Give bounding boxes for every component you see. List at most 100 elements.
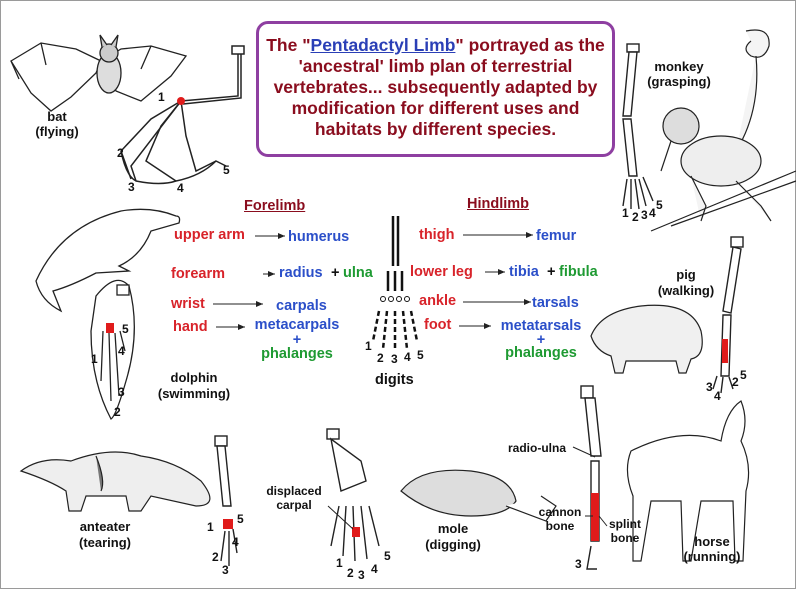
cannon-bone-line1: cannon <box>538 505 582 519</box>
splint-bone-line1: splint <box>609 517 641 531</box>
metacarpals-label: metacarpals <box>254 317 340 333</box>
anteater-name: anteater <box>79 519 131 534</box>
forelimb-heading: Forelimb <box>244 198 306 214</box>
tibia-label: tibia <box>509 264 539 280</box>
dolphin-digit-5: 5 <box>122 322 129 336</box>
forelimb-phalanges-label: phalanges <box>261 346 333 362</box>
ankle-label: ankle <box>419 293 457 309</box>
pig-digit-5: 5 <box>740 368 747 382</box>
bat-name: bat <box>47 109 67 124</box>
dolphin-digit-1: 1 <box>91 352 98 366</box>
pig-drawing <box>590 304 703 374</box>
wrist-label: wrist <box>171 296 205 312</box>
forelimb-plus-1: + <box>331 265 340 281</box>
monkey-name: monkey <box>654 59 704 74</box>
anteater-digit-2: 2 <box>212 550 219 564</box>
monkey-arm-skeleton <box>622 43 654 210</box>
bat-digit-5: 5 <box>223 163 230 177</box>
monkey-digit-3: 3 <box>641 208 648 222</box>
displaced-carpal-line1: displaced <box>266 484 322 498</box>
hindlimb-plus-1: + <box>547 264 556 280</box>
digits-label: digits <box>375 372 414 388</box>
radius-label: radius <box>279 265 323 281</box>
monkey-use: (grasping) <box>647 74 711 89</box>
horse-leg-skeleton <box>580 385 602 570</box>
horse-drawing <box>626 400 750 562</box>
monkey-digit-4: 4 <box>649 206 656 220</box>
digit-1: 1 <box>365 339 372 353</box>
cannon-bone-line2: bone <box>545 519 575 533</box>
femur-label: femur <box>536 228 577 244</box>
digit-2: 2 <box>377 351 384 365</box>
humerus-label: humerus <box>288 229 350 245</box>
fibula-label: fibula <box>559 264 598 280</box>
carpals-label: carpals <box>276 298 327 314</box>
foot-label: foot <box>424 317 452 333</box>
forearm-label: forearm <box>171 266 225 282</box>
anteater-digit-5: 5 <box>237 512 244 526</box>
bat-digit-3: 3 <box>128 180 135 194</box>
dolphin-use: (swimming) <box>157 386 231 401</box>
radio-ulna-label: radio-ulna <box>508 441 567 455</box>
monkey-digit-1: 1 <box>622 206 629 220</box>
horse-digit-3: 3 <box>575 557 582 571</box>
mole-arm-skeleton <box>326 428 380 562</box>
digit-4: 4 <box>404 350 411 364</box>
metatarsals-label: metatarsals <box>500 318 582 334</box>
anteater-drawing <box>19 451 211 512</box>
thigh-label: thigh <box>419 227 455 243</box>
generic-limb-skeleton <box>371 216 419 351</box>
monkey-digit-5: 5 <box>656 198 663 212</box>
bat-digit-1: 1 <box>158 90 165 104</box>
anteater-digit-1: 1 <box>207 520 214 534</box>
pig-use: (walking) <box>657 283 715 298</box>
bat-use: (flying) <box>35 124 79 139</box>
dolphin-flipper-skeleton <box>90 279 135 420</box>
anteater-use: (tearing) <box>79 535 131 550</box>
pentadactyl-limb-link[interactable]: Pentadactyl Limb <box>310 35 456 55</box>
bat-digit-4: 4 <box>177 181 184 195</box>
pig-digit-4: 4 <box>714 389 721 403</box>
bat-drawing <box>10 34 188 112</box>
digit-5: 5 <box>417 348 424 362</box>
title-box: The "Pentadactyl Limb" portrayed as the … <box>256 21 615 157</box>
bat-digit-2: 2 <box>117 146 124 160</box>
pig-digit-2: 2 <box>732 375 739 389</box>
mole-digit-1: 1 <box>336 556 343 570</box>
dolphin-digit-3: 3 <box>118 385 125 399</box>
title-text: The "Pentadactyl Limb" portrayed as the … <box>266 35 605 139</box>
mole-name: mole <box>437 521 469 536</box>
pig-leg-skeleton <box>712 236 744 394</box>
horse-use: (running) <box>683 549 741 564</box>
upper-arm-label: upper arm <box>174 227 245 243</box>
arrows <box>213 232 533 330</box>
lower-leg-label: lower leg <box>410 264 473 280</box>
anteater-digit-4: 4 <box>232 535 239 549</box>
dolphin-drawing <box>35 208 181 313</box>
mole-drawing <box>400 469 557 522</box>
pig-name: pig <box>676 267 696 282</box>
mole-digit-4: 4 <box>371 562 378 576</box>
mole-digit-2: 2 <box>347 566 354 580</box>
pig-digit-3: 3 <box>706 380 713 394</box>
ulna-label: ulna <box>343 265 373 281</box>
pointer-lines <box>327 446 608 530</box>
mole-use: (digging) <box>425 537 481 552</box>
dolphin-name: dolphin <box>170 370 218 385</box>
anteater-digit-3: 3 <box>222 563 229 577</box>
splint-bone-line2: bone <box>610 531 640 545</box>
hindlimb-heading: Hindlimb <box>467 196 530 212</box>
bat-wing-skeleton <box>120 45 245 185</box>
hindlimb-phalanges-label: phalanges <box>505 345 577 361</box>
anteater-arm-skeleton <box>214 435 238 566</box>
dolphin-digit-2: 2 <box>114 405 121 419</box>
mole-digit-3: 3 <box>358 568 365 582</box>
hand-label: hand <box>173 319 208 335</box>
hindlimb-plus-2: + <box>536 332 546 348</box>
tarsals-label: tarsals <box>532 295 579 311</box>
mole-digit-5: 5 <box>384 549 391 563</box>
digit-3: 3 <box>391 352 398 366</box>
dolphin-digit-4: 4 <box>118 344 125 358</box>
